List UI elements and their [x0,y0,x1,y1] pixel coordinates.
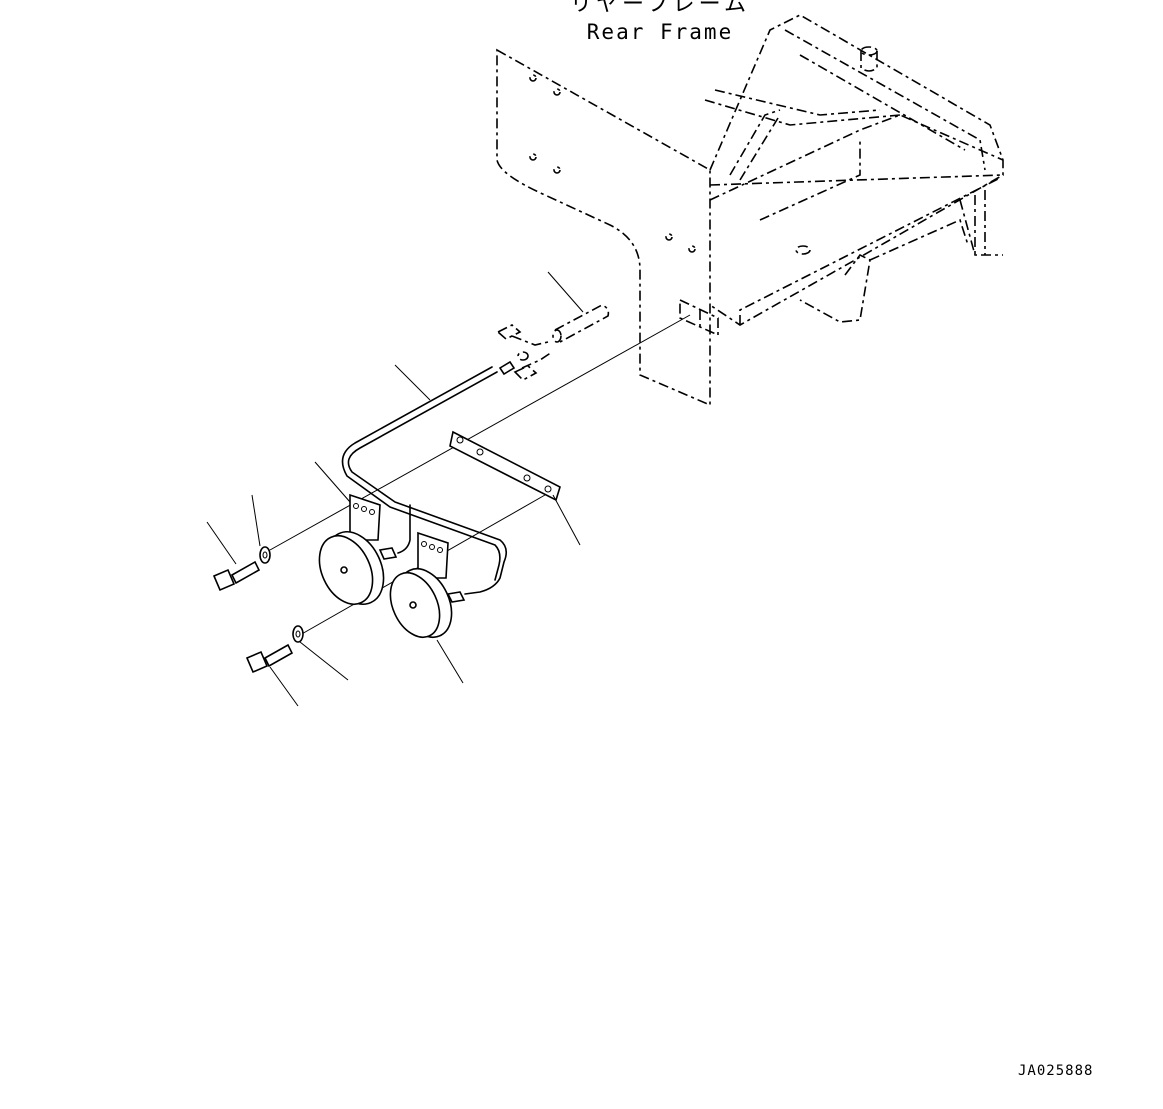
horn-lower [389,531,466,638]
frame-label-english: Rear Frame [586,20,734,44]
connector-group [496,304,610,381]
frame-label-japanese: リヤーフレーム [569,0,751,17]
washer-lower [292,625,304,643]
washer-upper [259,546,271,564]
bolt-upper [212,560,261,592]
horn-upper [318,493,398,605]
drawing-code: JA025888 [1018,1063,1094,1079]
frame-label: リヤーフレーム Rear Frame [560,0,760,43]
mounting-bracket [449,430,561,502]
wire-harness [341,360,516,595]
leader-lines [206,271,584,707]
bolt-lower [245,643,294,674]
rear-frame [496,14,1004,407]
